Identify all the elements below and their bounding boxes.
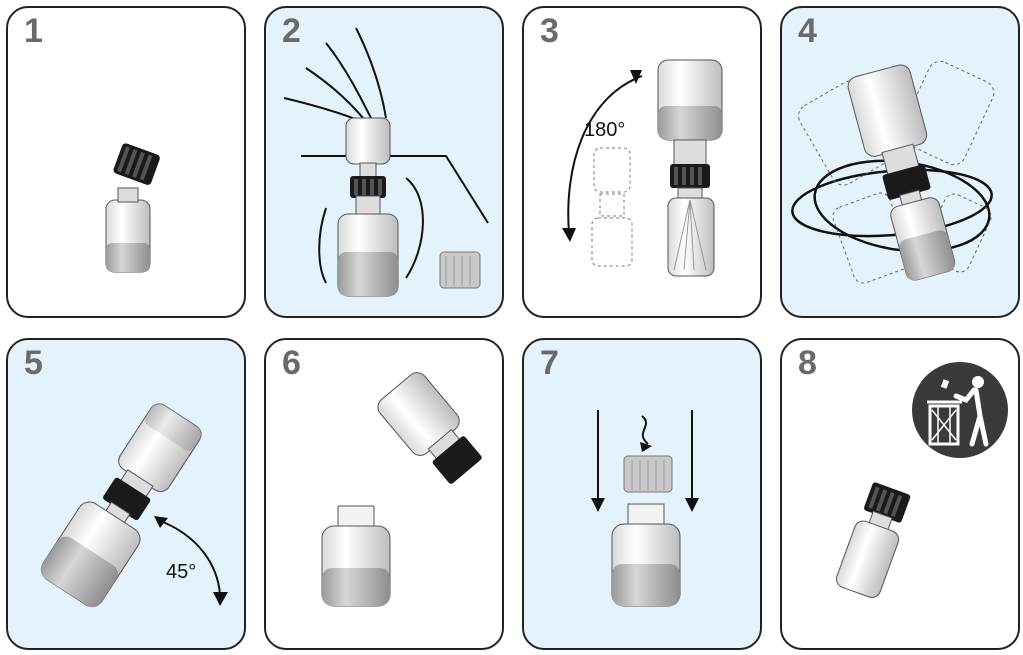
step-3-panel: 3 180° — [522, 6, 762, 318]
inverted-vial — [657, 59, 723, 167]
tilt-arrow — [157, 519, 221, 596]
step-7-panel: 7 — [522, 338, 762, 650]
step-5-panel: 5 45° — [6, 338, 246, 650]
tilt-arrow-head-bottom — [213, 592, 228, 606]
step-7-illustration — [591, 410, 699, 607]
removed-vial-with-adapter — [377, 372, 482, 484]
step-1-panel: 1 — [6, 6, 246, 318]
step-5-number: 5 — [24, 344, 43, 382]
step-3-illustration: 180° — [562, 59, 723, 277]
rotation-arrow-head-top — [630, 70, 642, 84]
tilt-angle-label: 45° — [166, 561, 196, 583]
rotation-arrow — [567, 75, 643, 234]
step-6-number: 6 — [282, 344, 301, 382]
step-6-panel: 6 — [264, 338, 504, 650]
bottle — [611, 503, 681, 607]
vial-upside-down — [345, 117, 391, 178]
dotted-vial-outline — [591, 147, 633, 267]
step-4-number: 4 — [798, 12, 817, 50]
adapter-cap — [350, 176, 386, 198]
assembled-vial-and-bottle — [847, 64, 956, 281]
bottle-cap — [623, 455, 673, 493]
step-4-panel: 4 — [780, 6, 1020, 318]
step-2-illustration — [283, 27, 489, 297]
rotation-angle-label: 180° — [584, 119, 625, 141]
twist-arrow-head — [640, 442, 652, 452]
twist-arrow — [641, 415, 649, 445]
step-2-number: 2 — [282, 12, 301, 50]
rotation-arrow-head-bottom — [562, 228, 576, 242]
step-6-illustration — [321, 372, 482, 607]
step-8-panel: 8 — [780, 338, 1020, 650]
step-1-illustration — [105, 143, 160, 273]
bottle-cap-removed — [439, 251, 481, 289]
discarded-vial — [836, 482, 911, 598]
down-arrows — [597, 410, 693, 500]
adapter-cap — [670, 164, 710, 188]
down-arrow-head-right — [685, 498, 699, 512]
dispose-in-bin-icon — [912, 362, 1008, 458]
vial-with-adapter — [105, 143, 160, 273]
step-5-illustration: 45° — [40, 403, 228, 608]
step-1-number: 1 — [24, 12, 43, 50]
step-2-panel: 2 — [264, 6, 504, 318]
tilt-arrow-head-top — [154, 516, 168, 528]
open-bottle — [321, 505, 391, 607]
down-arrow-head-left — [591, 498, 605, 512]
step-8-number: 8 — [798, 344, 817, 382]
step-4-illustration — [791, 60, 995, 284]
step-3-number: 3 — [540, 12, 559, 50]
bottle-with-flow — [667, 187, 715, 277]
bottle — [337, 195, 399, 297]
step-7-number: 7 — [540, 344, 559, 382]
tilted-assembly — [40, 403, 202, 608]
step-8-illustration — [836, 362, 1008, 598]
